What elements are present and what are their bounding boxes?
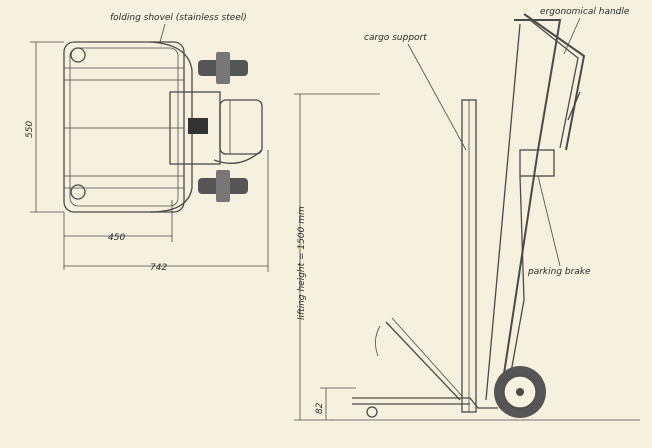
cargo-support-label: cargo support [364, 33, 427, 43]
lifting-height-label: lifting height = 1500 mm [297, 206, 307, 320]
ergonomical-handle-inner [529, 19, 579, 149]
ergonomical-handle-label: ergonomical handle [540, 7, 630, 17]
top-view-frame [63, 41, 185, 213]
parking-brake-rod [505, 175, 525, 401]
main-frame [499, 19, 562, 401]
top-view-handle-box [219, 99, 263, 155]
dimension-550-label: 550 [25, 121, 35, 138]
handle-leader [563, 17, 581, 55]
top-view-frame-inner [69, 47, 179, 207]
caster-wheel [366, 406, 378, 418]
folding-shovel-raised [385, 321, 461, 401]
main-wheel-hub [516, 388, 524, 396]
ergonomical-handle [523, 13, 586, 151]
fold-arc [375, 325, 381, 357]
top-view-handle-curve [213, 149, 263, 164]
side-view: lifting height = 1500 mm 82 ergonomical … [294, 7, 640, 421]
folding-shovel-raised-inner [391, 317, 463, 397]
top-view-brake-block [188, 118, 208, 134]
top-view-ring [70, 184, 86, 200]
base-plate [352, 397, 498, 409]
top-view-ring [70, 47, 86, 63]
top-view-hub-top [216, 52, 230, 84]
handle-grip [567, 91, 581, 121]
dimension-742-label: 742 [150, 263, 167, 273]
parking-brake-leader [537, 175, 561, 267]
top-view-hub-bottom [216, 170, 230, 202]
folding-shovel-leader [159, 23, 166, 43]
top-view: 550 450 742 folding shovel (stainless st… [25, 13, 269, 273]
top-view-side-bar [149, 41, 193, 213]
cargo-support-leader [407, 43, 467, 151]
dimension-82-label: 82 [315, 402, 325, 414]
folding-shovel-label: folding shovel (stainless steel) [110, 13, 247, 23]
main-frame-inner [485, 23, 521, 401]
dimension-450-label: 450 [108, 233, 125, 243]
parking-brake-label: parking brake [527, 267, 591, 277]
frame-bracket [519, 149, 555, 177]
